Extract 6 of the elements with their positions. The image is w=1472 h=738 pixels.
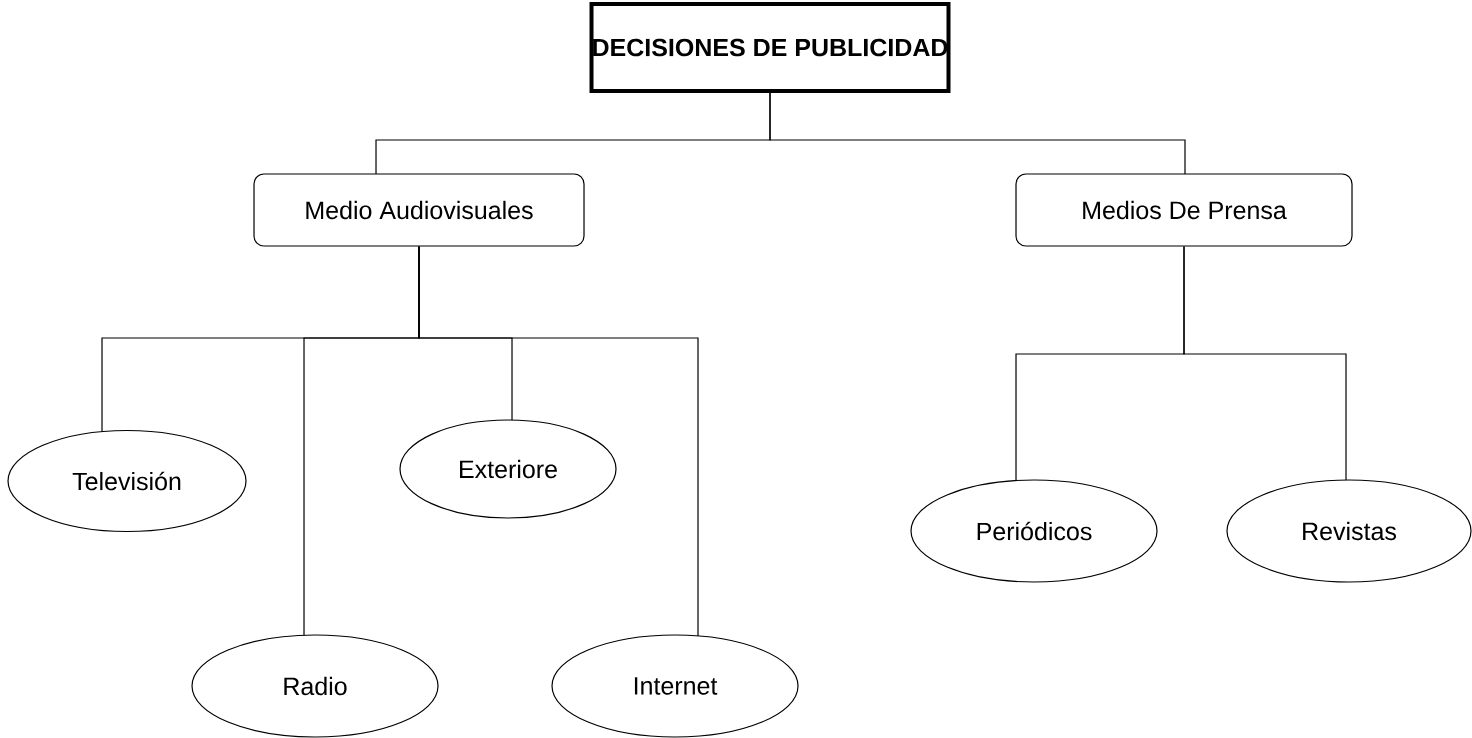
connector-line <box>769 92 1186 175</box>
title-box: DECISIONES DE PUBLICIDAD <box>589 2 951 93</box>
category-box: Medios De Prensa <box>1015 173 1353 247</box>
connector-line <box>1183 246 1347 481</box>
connector-line <box>418 246 699 637</box>
category-box: Medio Audiovisuales <box>253 173 585 247</box>
